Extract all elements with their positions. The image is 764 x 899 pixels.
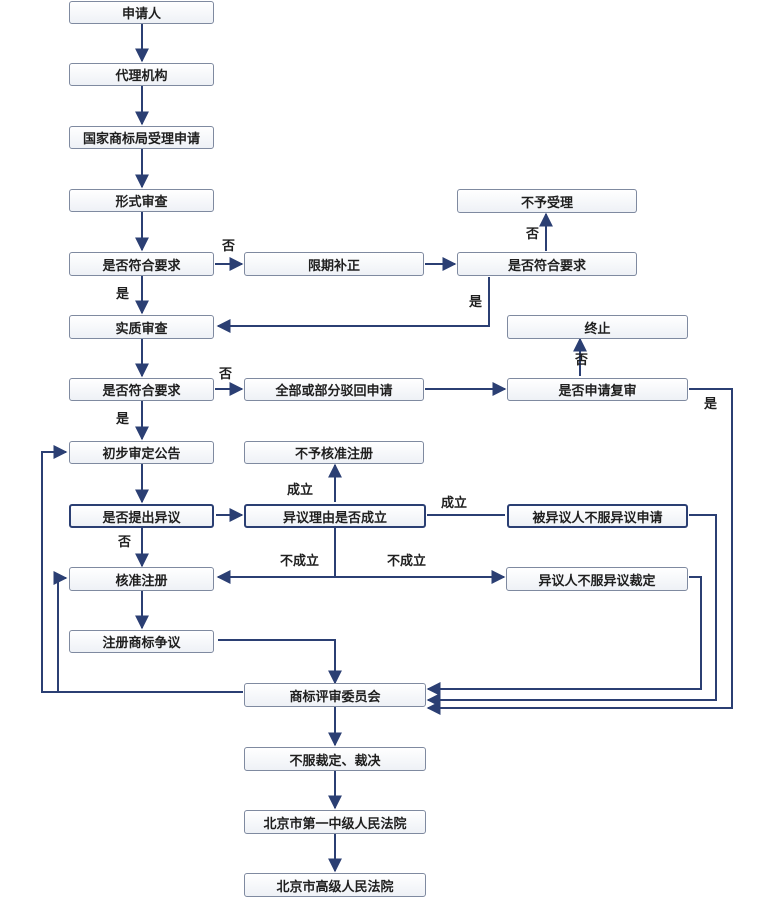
label-yes-meets3: 是 <box>116 412 130 427</box>
box-prelim-announce: 初步审定公告 <box>69 441 214 464</box>
box-applicant: 申请人 <box>69 1 214 24</box>
box-not-accepted: 不予受理 <box>457 189 637 213</box>
box-not-approved-reg: 不予核准注册 <box>244 441 424 464</box>
box-approve-reg: 核准注册 <box>69 567 214 591</box>
label-yes-meets1: 是 <box>116 287 130 302</box>
box-terminate: 终止 <box>507 315 688 339</box>
label-valid-up: 成立 <box>287 483 314 498</box>
box-correct-in-time: 限期补正 <box>244 252 424 276</box>
box-meets-req-3: 是否符合要求 <box>69 378 214 401</box>
box-objector-disagree: 异议人不服异议裁定 <box>506 567 688 591</box>
label-no-meets3: 否 <box>219 367 233 382</box>
label-valid-right: 成立 <box>441 496 468 511</box>
arrow-meets2-substantive <box>216 277 490 333</box>
arrow-dispute-tarb <box>218 639 342 685</box>
box-beijing-first-court: 北京市第一中级人民法院 <box>244 810 426 834</box>
arrow-objector-tarb <box>426 576 702 696</box>
box-raise-objection: 是否提出异议 <box>69 504 214 528</box>
label-invalid-left: 不成立 <box>280 554 320 569</box>
box-tarb: 商标评审委员会 <box>244 683 426 707</box>
arrow-tarb-approve <box>53 571 243 693</box>
label-no-meets1: 否 <box>222 239 236 254</box>
label-no-objection: 否 <box>118 535 132 550</box>
box-meets-req-1: 是否符合要求 <box>69 252 214 276</box>
box-beijing-high-court: 北京市高级人民法院 <box>244 873 426 897</box>
box-request-reexam: 是否申请复审 <box>507 378 688 401</box>
box-objection-valid: 异议理由是否成立 <box>244 504 426 528</box>
label-no-reexam: 否 <box>575 353 589 368</box>
arrow-objectee-tarb <box>426 514 717 707</box>
box-meets-req-2: 是否符合要求 <box>457 252 637 276</box>
box-substantive-review: 实质审查 <box>69 315 214 339</box>
label-no-meets2: 否 <box>526 227 540 242</box>
label-yes-meets2: 是 <box>469 295 483 310</box>
arrow-reexam-tarb <box>426 388 733 715</box>
box-formal-review: 形式审查 <box>69 189 214 212</box>
box-agency: 代理机构 <box>69 63 214 86</box>
box-disagree-ruling: 不服裁定、裁决 <box>244 747 426 771</box>
box-office-accept: 国家商标局受理申请 <box>69 126 214 149</box>
box-reg-dispute: 注册商标争议 <box>69 630 214 653</box>
box-objectee-disagree: 被异议人不服异议申请 <box>507 504 688 528</box>
box-reject-all-part: 全部或部分驳回申请 <box>244 378 424 401</box>
label-invalid-right: 不成立 <box>387 554 427 569</box>
label-yes-reexam: 是 <box>704 397 718 412</box>
